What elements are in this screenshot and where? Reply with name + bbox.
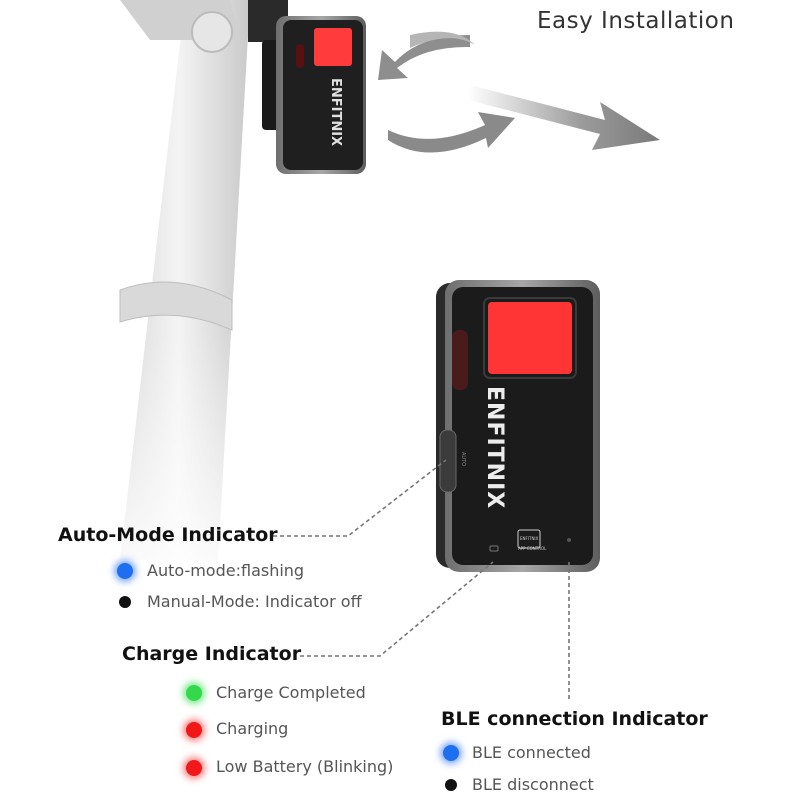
- ble-connected-blue-dot-icon: [443, 745, 459, 761]
- device-badge-line2: APP CONTROL: [518, 546, 547, 551]
- auto-mode-item-2: Manual-Mode: Indicator off: [147, 592, 362, 611]
- charge-item-2: Charging: [216, 719, 289, 738]
- manual-mode-black-dot-icon: [119, 596, 131, 608]
- ble-item-1: BLE connected: [472, 743, 591, 762]
- auto-mode-heading: Auto-Mode Indicator: [58, 524, 278, 546]
- low-battery-red-dot-icon: [186, 760, 202, 776]
- charging-red-dot-icon: [186, 722, 202, 738]
- charge-heading: Charge Indicator: [122, 643, 302, 665]
- device-large: ENFITNIX AUTO ENFITNIX APP CONTROL: [436, 280, 600, 572]
- charge-completed-green-dot-icon: [186, 685, 202, 701]
- mounted-light-brand: ENFITNIX: [328, 78, 343, 146]
- rotate-arrows: [378, 31, 660, 153]
- leader-lines: [273, 459, 570, 700]
- device-badge-line1: ENFITNIX: [520, 536, 539, 541]
- device-brand-label: ENFITNIX: [482, 386, 507, 509]
- mounted-light: ENFITNIX: [262, 16, 366, 174]
- device-auto-label: AUTO: [460, 452, 466, 466]
- auto-mode-item-1: Auto-mode:flashing: [147, 561, 305, 580]
- page-title: Easy Installation: [537, 8, 735, 34]
- charge-item-1: Charge Completed: [216, 683, 366, 702]
- charge-item-3: Low Battery (Blinking): [216, 757, 394, 776]
- ble-disconnect-black-dot-icon: [445, 779, 457, 791]
- ble-item-2: BLE disconnect: [472, 775, 594, 794]
- seat-post: [0, 0, 800, 600]
- ble-heading: BLE connection Indicator: [441, 708, 708, 730]
- auto-mode-blue-dot-icon: [117, 563, 133, 579]
